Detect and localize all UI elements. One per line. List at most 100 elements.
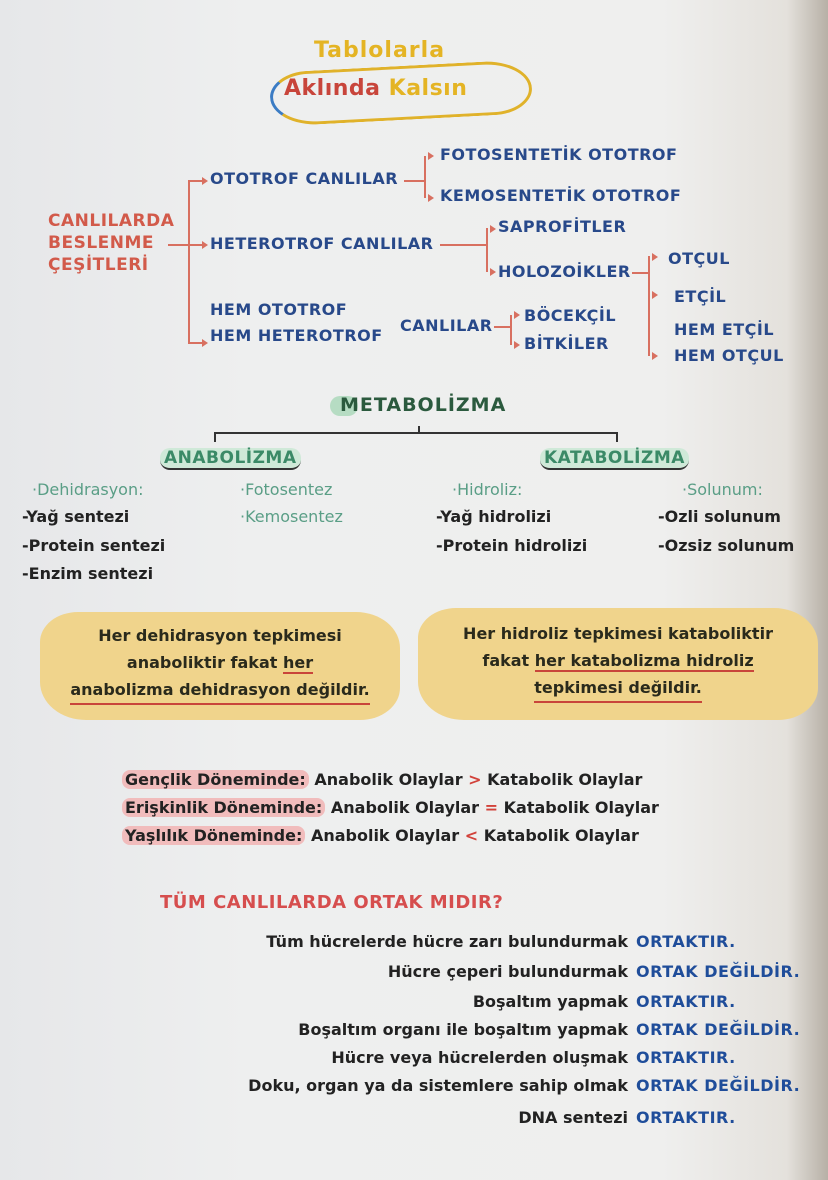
kemosentetik-label: KEMOSENTETİK OTOTROF (440, 186, 682, 205)
arrow-icon (514, 311, 520, 319)
heterotrof-label: HETEROTROF CANLILAR (210, 234, 434, 253)
age-row-eriskinlik: Erişkinlik Döneminde: Anabolik Olaylar =… (122, 798, 659, 817)
bracket (486, 228, 488, 272)
arrow-icon (428, 152, 434, 160)
saprofitler-label: SAPROFİTLER (498, 217, 627, 236)
yag-sentezi: -Yağ sentezi (22, 507, 130, 526)
logo-title-bottom: Aklında Kalsın (284, 76, 467, 101)
fotosentetik-label: FOTOSENTETİK OTOTROF (440, 145, 678, 164)
note-line: Her dehidrasyon tepkimesi (98, 626, 342, 645)
row-statement: DNA sentezi (518, 1108, 628, 1127)
metab-branch-line (214, 432, 618, 434)
note-line: fakat her katabolizma hidroliz (418, 647, 818, 674)
holozoikler-label: HOLOZOİKLER (498, 262, 631, 281)
logo-word-aklinda: Aklında (284, 76, 389, 101)
arrow-icon (428, 194, 434, 202)
hem-etcil-label: HEM ETÇİL (674, 320, 775, 339)
title-logo: Tablolarla Aklında Kalsın (262, 38, 542, 127)
hem-otcul-label: HEM OTÇUL (674, 346, 784, 365)
kemosentez-label: ·Kemosentez (240, 507, 343, 526)
row-answer: ORTAK DEĞİLDİR. (636, 1020, 801, 1039)
logo-word-kalsin: Kalsın (388, 76, 468, 101)
note-underlined-line: anabolizma dehidrasyon değildir. (70, 676, 370, 705)
arrow-icon (202, 241, 208, 249)
note-text: anaboliktir fakat (126, 653, 283, 672)
common-row: Boşaltım organı ile boşaltım yapmak ORTAK… (0, 1020, 828, 1044)
connector (440, 244, 486, 246)
age-row-genclik: Gençlik Döneminde: Anabolik Olaylar > Ka… (122, 770, 642, 789)
common-title: TÜM CANLILARDA ORTAK MIDIR? (160, 892, 504, 913)
row-answer: ORTAK DEĞİLDİR. (636, 1076, 801, 1095)
comparison-symbol: > (468, 770, 482, 789)
age-label: Yaşlılık Döneminde: (122, 826, 306, 845)
row-statement: Doku, organ ya da sistemlere sahip olmak (248, 1076, 628, 1095)
note-text: fakat (482, 651, 535, 670)
note-underlined-text: her (282, 653, 314, 674)
note-dehidrasyon: Her dehidrasyon tepkimesi anaboliktir fa… (40, 612, 400, 720)
age-right: Katabolik Olaylar (503, 798, 659, 817)
arrow-icon (490, 268, 496, 276)
nutrition-root-label: CANLILARDA BESLENME ÇEŞİTLERİ (48, 210, 174, 276)
arrow-icon (652, 253, 658, 261)
row-answer: ORTAK DEĞİLDİR. (636, 962, 801, 981)
row-statement: Boşaltım yapmak (472, 992, 628, 1011)
metab-stem (418, 426, 420, 434)
bracket (648, 256, 650, 356)
branch-line (188, 180, 202, 182)
connector (404, 180, 424, 182)
arrow-icon (490, 225, 496, 233)
bracket (424, 156, 426, 198)
katabolizma-title: KATABOLİZMA (540, 448, 689, 470)
metabolizma-title: METABOLİZMA (329, 394, 507, 416)
age-label: Erişkinlik Döneminde: (122, 798, 326, 817)
comparison-symbol: < (464, 826, 479, 845)
hidroliz-label: ·Hidroliz: (452, 480, 523, 499)
note-underlined-text: her katabolizma hidroliz (534, 651, 754, 672)
arrow-icon (652, 291, 658, 299)
age-right: Katabolik Olaylar (483, 826, 639, 845)
bitkiler-label: BİTKİLER (524, 334, 609, 353)
branch-line (188, 244, 202, 246)
bocekcil-label: BÖCEKÇİL (524, 306, 617, 325)
root-bracket (188, 180, 190, 344)
root-connector (168, 244, 190, 246)
logo-title-top: Tablolarla (314, 38, 446, 63)
protein-sentezi: -Protein sentezi (22, 536, 166, 555)
age-row-yaslilik: Yaşlılık Döneminde: Anabolik Olaylar < K… (122, 826, 639, 845)
hem-heterotrof-label: HEM HETEROTROF (210, 326, 383, 345)
dehidrasyon-label: ·Dehidrasyon: (32, 480, 144, 499)
note-underlined-line: tepkimesi değildir. (534, 674, 702, 703)
bracket (510, 315, 512, 345)
common-row: Tüm hücrelerde hücre zarı bulundurmak ORT… (0, 932, 828, 956)
metab-left-drop (214, 432, 216, 442)
row-answer: ORTAKTIR. (636, 1108, 736, 1127)
arrow-icon (202, 339, 208, 347)
comparison-symbol: = (484, 798, 499, 817)
branch-line (188, 342, 202, 344)
common-row: DNA sentezi ORTAKTIR. (0, 1108, 828, 1132)
root-line-1: CANLILARDA (48, 211, 175, 231)
row-statement: Boşaltım organı ile boşaltım yapmak (298, 1020, 628, 1039)
connector (494, 326, 510, 328)
age-right: Katabolik Olaylar (487, 770, 643, 789)
row-answer: ORTAKTIR. (636, 932, 736, 951)
row-answer: ORTAKTIR. (636, 1048, 736, 1067)
common-row: Doku, organ ya da sistemlere sahip olmak… (0, 1076, 828, 1100)
row-statement: Hücre çeperi bulundurmak (387, 962, 628, 981)
protein-hidrolizi: -Protein hidrolizi (436, 536, 588, 555)
note-line: anaboliktir fakat her (40, 649, 400, 676)
etcil-label: ETÇİL (674, 287, 727, 306)
age-label: Gençlik Döneminde: (122, 770, 309, 789)
note-hidroliz: Her hidroliz tepkimesi kataboliktir faka… (418, 608, 818, 720)
common-row: Hücre çeperi bulundurmak ORTAK DEĞİLDİR. (0, 962, 828, 986)
anabolizma-title: ANABOLİZMA (160, 448, 301, 470)
ozli-solunum: -Ozli solunum (658, 507, 781, 526)
row-statement: Tüm hücrelerde hücre zarı bulundurmak (266, 932, 628, 951)
enzim-sentezi: -Enzim sentezi (22, 564, 154, 583)
root-line-3: ÇEŞİTLERİ (48, 255, 149, 275)
root-line-2: BESLENME (48, 233, 155, 253)
arrow-icon (514, 341, 520, 349)
otcul-label: OTÇUL (668, 249, 730, 268)
